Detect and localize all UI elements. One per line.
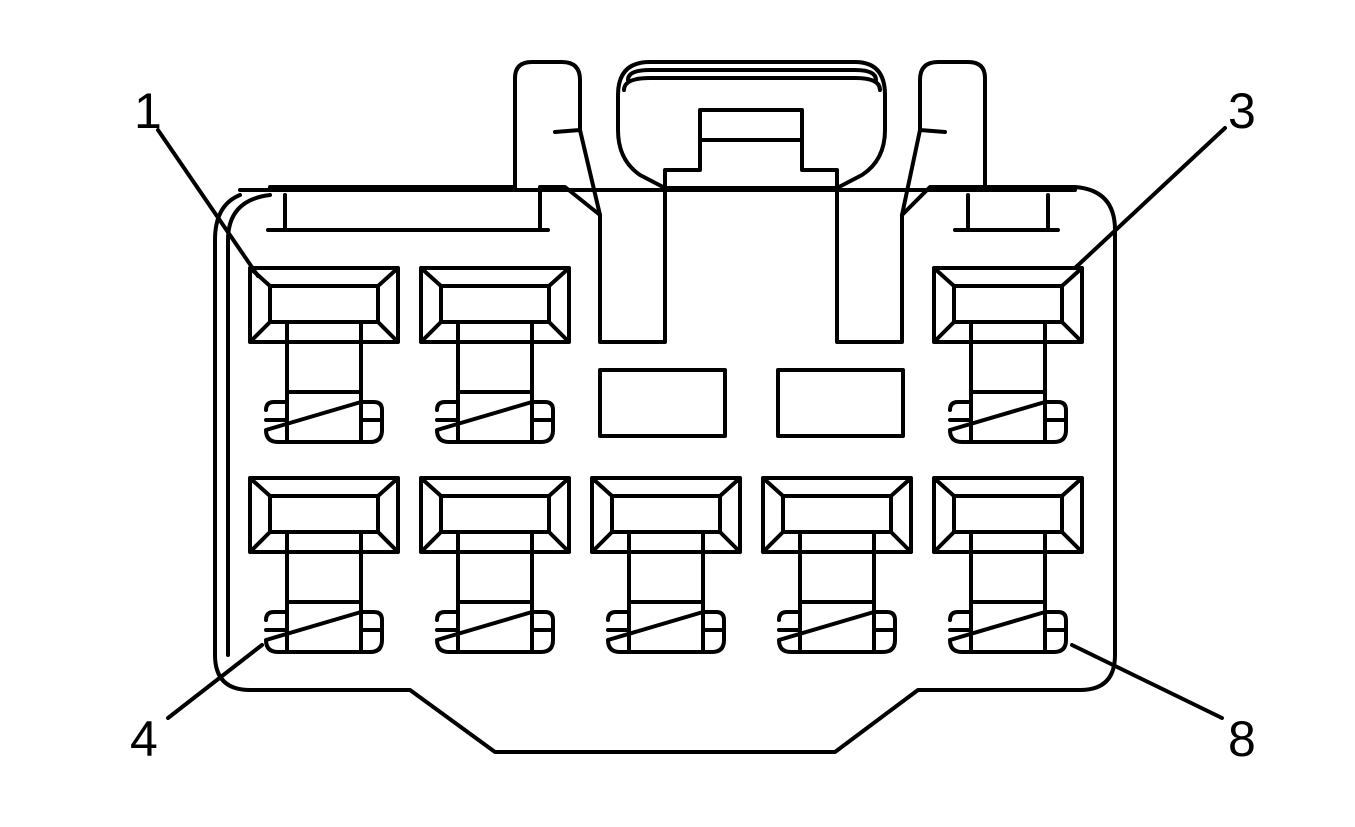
pin-label-3: 3 (1228, 83, 1256, 139)
terminal-cavity (932, 266, 1084, 444)
leader-line-pin-8 (1070, 643, 1224, 720)
terminal-cavity (419, 476, 571, 654)
terminal-cavities (248, 266, 1084, 654)
leader-lines (156, 126, 1227, 720)
pin-label-1: 1 (134, 83, 162, 139)
terminal-cavity (761, 476, 913, 654)
terminal-cavity (248, 476, 400, 654)
terminal-cavity (590, 476, 742, 654)
leader-line-pin-3 (1073, 126, 1227, 270)
connector-body (213, 60, 1117, 754)
terminal-cavity (932, 476, 1084, 654)
terminal-cavity (419, 266, 571, 444)
pin-label-8: 8 (1228, 711, 1256, 767)
pin-label-4: 4 (130, 711, 158, 767)
leader-line-pin-1 (156, 128, 260, 278)
leader-line-pin-4 (166, 643, 264, 720)
terminal-cavity (248, 266, 400, 444)
